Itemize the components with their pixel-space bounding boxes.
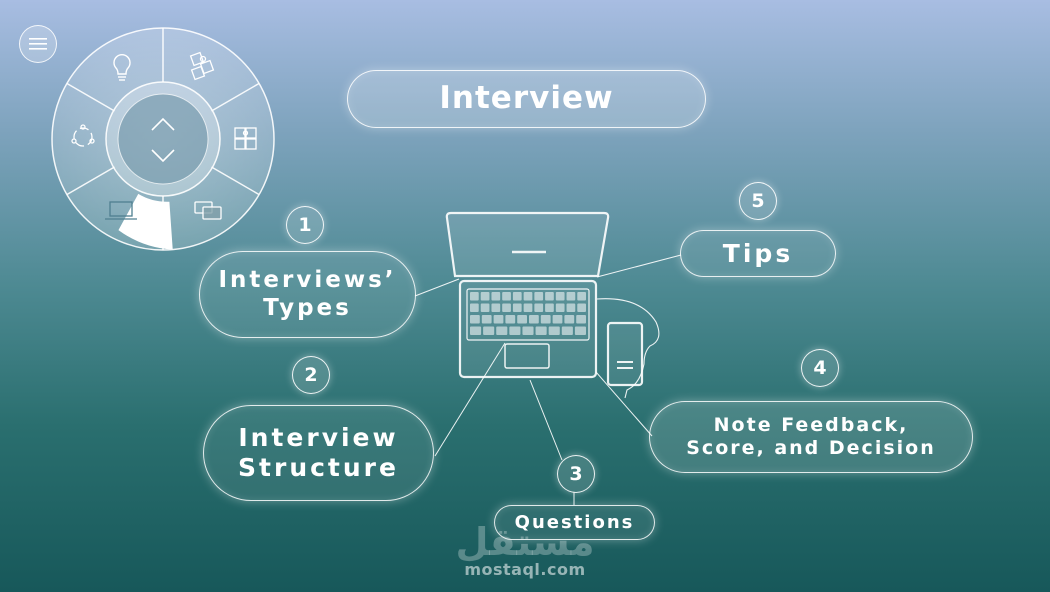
step-badge-3: 3 (557, 455, 595, 493)
keyboard-key (480, 303, 490, 312)
keyboard-key (470, 303, 479, 312)
keyboard-key (566, 303, 576, 312)
chevron-up-icon[interactable] (151, 117, 175, 131)
step-questions[interactable]: Questions (494, 505, 655, 540)
keyboard-key (535, 326, 547, 335)
keyboard-key (512, 303, 522, 312)
keyboard-key (534, 303, 544, 312)
keyboard-key (523, 292, 533, 301)
keyboard-key (480, 292, 490, 301)
keyboard-key (540, 315, 551, 324)
keyboard-key (555, 292, 565, 301)
step-note-feedback[interactable]: Note Feedback, Score, and Decision (649, 401, 973, 473)
keyboard-key (470, 315, 480, 324)
keyboard-key (523, 303, 533, 312)
keyboard-key (512, 292, 522, 301)
keyboard-key (491, 303, 501, 312)
watermark-logo: مستقل (455, 520, 595, 564)
keyboard-key (470, 292, 479, 301)
connector-3 (529, 379, 563, 461)
laptop-icon (105, 201, 137, 220)
connector-1 (414, 278, 460, 297)
keyboard-key (545, 303, 554, 312)
keyboard-key (561, 326, 573, 335)
keyboard-key (470, 326, 482, 335)
page-title: Interview (347, 70, 706, 128)
keyboard-key (577, 303, 586, 312)
keyboard-key (574, 326, 586, 335)
step-interview-structure[interactable]: Interview Structure (203, 405, 434, 501)
chat-bubbles-icon (194, 201, 222, 220)
keyboard-key (483, 326, 495, 335)
connector-5 (596, 254, 682, 278)
keyboard-key (534, 292, 544, 301)
keyboard-key (481, 315, 492, 324)
connector-2 (434, 342, 506, 457)
keyboard-key (577, 292, 586, 301)
keyboard-key (552, 315, 563, 324)
keyboard-key (529, 315, 539, 324)
keyboard-key (548, 326, 560, 335)
keyboard-key (493, 315, 504, 324)
puzzle-icon (189, 51, 215, 81)
keyboard-key (502, 303, 511, 312)
keyboard-key (496, 326, 508, 335)
hamburger-icon (29, 38, 47, 50)
step-badge-4: 4 (801, 349, 839, 387)
keyboard-key (566, 292, 576, 301)
step-badge-2: 2 (292, 356, 330, 394)
keyboard-key (522, 326, 534, 335)
keyboard-key (517, 315, 527, 324)
step-badge-1: 1 (286, 206, 324, 244)
keyboard-key (505, 315, 516, 324)
lightbulb-icon (113, 54, 131, 81)
navigation-wheel[interactable] (50, 26, 276, 252)
step-tips[interactable]: Tips (680, 230, 836, 277)
keyboard-key (491, 292, 501, 301)
keyboard-key (509, 326, 521, 335)
step-interviews-types[interactable]: Interviews’ Types (199, 251, 416, 338)
keyboard-key (545, 292, 554, 301)
puzzle-pieces-icon (234, 127, 257, 150)
keyboard-key (502, 292, 511, 301)
connector-4 (595, 371, 653, 437)
chevron-down-icon[interactable] (151, 149, 175, 163)
cycle-arrows-icon (71, 124, 95, 147)
step-badge-5: 5 (739, 182, 777, 220)
menu-button[interactable] (19, 25, 57, 63)
keyboard-key (555, 303, 565, 312)
keyboard-key (564, 315, 575, 324)
watermark-site: mostaql.com (464, 560, 586, 579)
keyboard-key (576, 315, 586, 324)
